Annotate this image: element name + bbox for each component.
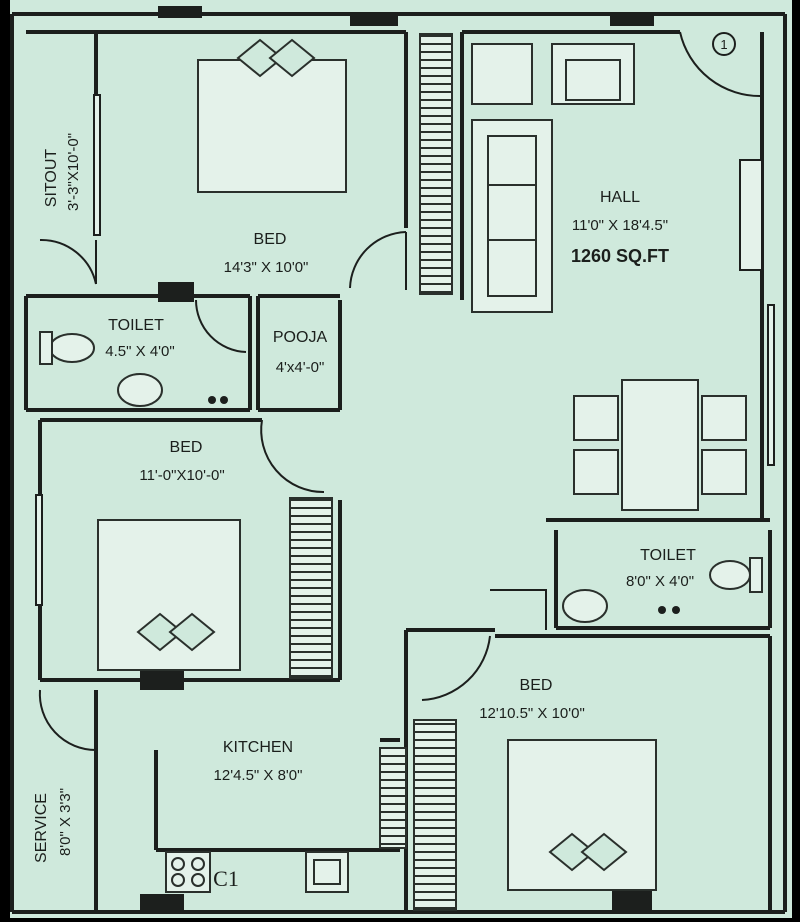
wc-icon xyxy=(39,331,763,593)
bed-bottom-dim: 12'10.5" X 10'0" xyxy=(479,705,585,722)
sofa-icon xyxy=(471,119,553,313)
bed-middle-dim: 11'-0"X10'-0" xyxy=(139,467,224,484)
toilet-right-name: TOILET xyxy=(640,547,696,564)
pillow-icon xyxy=(136,38,628,872)
bed-top-name: BED xyxy=(254,231,287,248)
toilet-right-dim: 8'0" X 4'0" xyxy=(626,573,694,590)
pooja-dim: 4'x4'-0" xyxy=(276,359,325,376)
kitchen-dim: 12'4.5" X 8'0" xyxy=(214,767,303,784)
hall-name: HALL xyxy=(600,189,640,206)
pooja-name: POOJA xyxy=(273,329,328,346)
service-name: SERVICE xyxy=(33,793,50,863)
service-dim: 8'0" X 3'3" xyxy=(57,788,74,856)
armchair-icon xyxy=(471,43,635,105)
tap-icon xyxy=(208,396,680,614)
kitchen-name: KITCHEN xyxy=(223,739,293,756)
toilet-left-dim: 4.5" X 4'0" xyxy=(105,343,174,360)
washbasin-icon xyxy=(117,373,608,623)
bed-bottom-name: BED xyxy=(520,677,553,694)
stove-icon xyxy=(165,851,211,893)
bed-middle-name: BED xyxy=(170,439,203,456)
entrance-number: 1 xyxy=(720,37,727,52)
interior-walls xyxy=(24,30,772,912)
sitout-name: SITOUT xyxy=(43,149,60,208)
sink-icon xyxy=(305,851,349,893)
sitout-dim: 3'-3"X10'-0" xyxy=(65,133,82,211)
toilet-left-name: TOILET xyxy=(108,317,164,334)
door-swing-icon xyxy=(38,31,763,752)
window-icon xyxy=(158,6,654,26)
bed-icon xyxy=(97,59,657,891)
bed-top-dim: 14'3" X 10'0" xyxy=(224,259,309,276)
entrance-marker-icon xyxy=(712,32,736,56)
dining-table-icon xyxy=(573,379,747,511)
window-icon xyxy=(35,94,775,606)
staircase-icon xyxy=(289,33,457,911)
counter-label: C1 xyxy=(213,866,239,891)
hall-dim: 11'0" X 18'4.5" xyxy=(572,217,668,234)
hall-area: 1260 SQ.FT xyxy=(571,246,669,266)
